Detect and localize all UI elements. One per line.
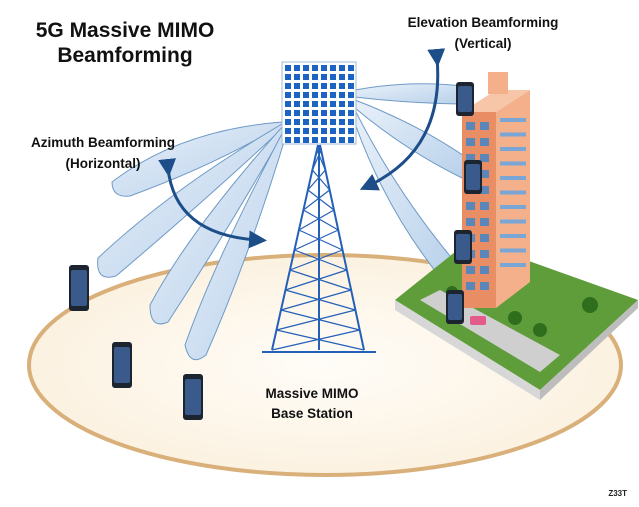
antenna-element bbox=[303, 74, 309, 80]
antenna-element bbox=[294, 83, 300, 89]
antenna-element bbox=[330, 92, 336, 98]
antenna-element bbox=[294, 92, 300, 98]
elevation-label: Elevation Beamforming (Vertical) bbox=[388, 12, 578, 54]
cell-tower-icon bbox=[262, 144, 376, 353]
antenna-element bbox=[348, 74, 354, 80]
antenna-element bbox=[285, 137, 291, 143]
antenna-element bbox=[348, 110, 354, 116]
antenna-element bbox=[312, 137, 318, 143]
elevation-arrow bbox=[359, 48, 446, 191]
building-icon bbox=[395, 72, 638, 400]
antenna-element bbox=[339, 101, 345, 107]
antenna-element bbox=[285, 110, 291, 116]
azimuth-label-line-1: Azimuth Beamforming bbox=[30, 135, 175, 150]
watermark: Z33T bbox=[608, 489, 627, 498]
antenna-element bbox=[330, 101, 336, 107]
antenna-element bbox=[321, 137, 327, 143]
antenna-element bbox=[330, 137, 336, 143]
antenna-element bbox=[321, 110, 327, 116]
azimuth-arrow bbox=[158, 158, 267, 249]
antenna-element bbox=[321, 74, 327, 80]
smartphone-icon bbox=[446, 290, 464, 324]
beam-lobe bbox=[354, 83, 466, 105]
antenna-element bbox=[330, 83, 336, 89]
antenna-element bbox=[348, 92, 354, 98]
antenna-element bbox=[321, 83, 327, 89]
diagram-title: 5G Massive MIMO Beamforming bbox=[20, 18, 230, 68]
antenna-element bbox=[330, 119, 336, 125]
antenna-element bbox=[312, 92, 318, 98]
antenna-element bbox=[303, 110, 309, 116]
azimuth-label: Azimuth Beamforming (Horizontal) bbox=[8, 132, 198, 174]
antenna-element bbox=[312, 65, 318, 71]
antenna-element bbox=[294, 74, 300, 80]
antenna-element bbox=[330, 74, 336, 80]
antenna-element bbox=[348, 83, 354, 89]
antenna-element bbox=[294, 101, 300, 107]
azimuth-label-line-2: (Horizontal) bbox=[65, 156, 141, 171]
antenna-element bbox=[312, 128, 318, 134]
elevation-label-line-2: (Vertical) bbox=[454, 36, 512, 51]
antenna-element bbox=[294, 137, 300, 143]
antenna-element bbox=[294, 128, 300, 134]
antenna-array-icon bbox=[281, 61, 357, 145]
antenna-element bbox=[303, 101, 309, 107]
antenna-element bbox=[321, 65, 327, 71]
antenna-element bbox=[285, 101, 291, 107]
smartphone-icon bbox=[69, 265, 89, 311]
antenna-element bbox=[339, 110, 345, 116]
antenna-element bbox=[330, 110, 336, 116]
antenna-element bbox=[321, 101, 327, 107]
antenna-element bbox=[339, 137, 345, 143]
smartphone-icon bbox=[464, 160, 482, 194]
antenna-element bbox=[330, 128, 336, 134]
antenna-element bbox=[285, 83, 291, 89]
antenna-element bbox=[303, 119, 309, 125]
antenna-element bbox=[312, 119, 318, 125]
antenna-element bbox=[285, 74, 291, 80]
antenna-element bbox=[294, 65, 300, 71]
antenna-element bbox=[348, 119, 354, 125]
antenna-element bbox=[339, 83, 345, 89]
antenna-element bbox=[339, 74, 345, 80]
antenna-element bbox=[303, 128, 309, 134]
antenna-element bbox=[321, 119, 327, 125]
antenna-element bbox=[285, 128, 291, 134]
antenna-element bbox=[339, 128, 345, 134]
base-station-label-line-2: Base Station bbox=[271, 406, 353, 421]
elevation-label-line-1: Elevation Beamforming bbox=[407, 15, 559, 30]
antenna-element bbox=[285, 65, 291, 71]
antenna-element bbox=[339, 119, 345, 125]
antenna-element bbox=[348, 137, 354, 143]
base-station-label-line-1: Massive MIMO bbox=[265, 386, 359, 401]
antenna-element bbox=[321, 128, 327, 134]
smartphone-icon bbox=[183, 374, 203, 420]
antenna-element bbox=[339, 65, 345, 71]
antenna-element bbox=[303, 65, 309, 71]
antenna-element bbox=[312, 101, 318, 107]
title-line-2: Beamforming bbox=[57, 44, 193, 67]
antenna-element bbox=[294, 119, 300, 125]
antenna-element bbox=[321, 92, 327, 98]
antenna-element bbox=[348, 65, 354, 71]
antenna-element bbox=[285, 92, 291, 98]
antenna-element bbox=[285, 119, 291, 125]
antenna-element bbox=[330, 65, 336, 71]
antenna-element bbox=[312, 110, 318, 116]
antenna-element bbox=[303, 83, 309, 89]
antenna-element bbox=[312, 83, 318, 89]
smartphone-icon bbox=[454, 230, 472, 264]
smartphone-icon bbox=[112, 342, 132, 388]
antenna-element bbox=[294, 110, 300, 116]
title-line-1: 5G Massive MIMO bbox=[35, 19, 215, 42]
antenna-element bbox=[339, 92, 345, 98]
antenna-element bbox=[303, 92, 309, 98]
antenna-element bbox=[312, 74, 318, 80]
antenna-element bbox=[303, 137, 309, 143]
smartphone-icon bbox=[456, 82, 474, 116]
base-station-label: Massive MIMO Base Station bbox=[232, 384, 392, 424]
antenna-element bbox=[348, 128, 354, 134]
antenna-element bbox=[348, 101, 354, 107]
